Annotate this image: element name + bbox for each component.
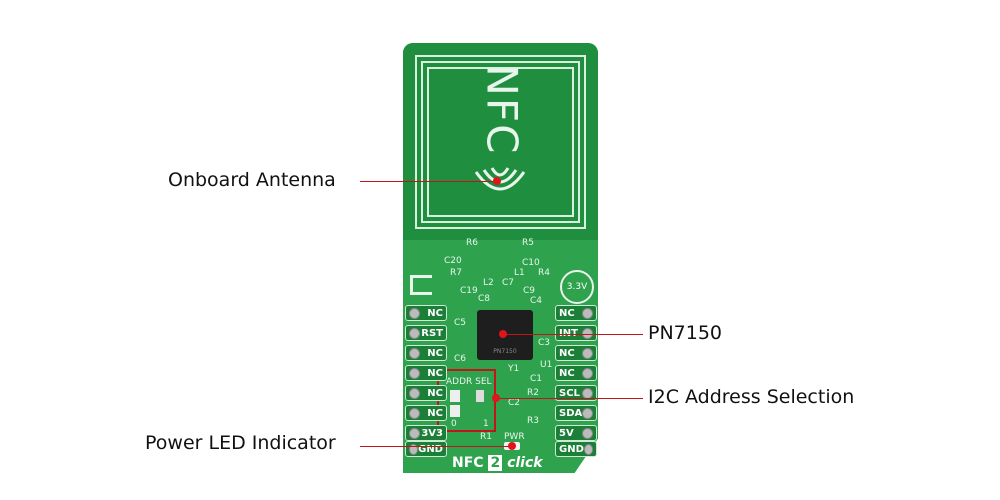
component-label: C20 (444, 256, 462, 266)
pin-label: INT (559, 327, 578, 339)
pin-hole (409, 443, 419, 455)
callout-address-line (496, 398, 643, 399)
callout-chip-line (503, 334, 643, 335)
pin-hole (409, 347, 420, 359)
pin-label: NC (427, 387, 443, 399)
pin-label: SCL (559, 387, 580, 399)
pin-label: NC (427, 307, 443, 319)
pin-hole (583, 443, 593, 455)
component-label: C7 (502, 278, 515, 288)
pin-hole (582, 347, 593, 359)
callout-address-dot (492, 394, 500, 402)
component-label: C19 (460, 286, 478, 296)
pin-label: NC (427, 367, 443, 379)
pin-left-1: RST (405, 325, 447, 341)
jumper-0[interactable] (450, 390, 460, 402)
addr-1-label: 1 (483, 419, 489, 429)
component-label: L2 (483, 278, 494, 288)
pin-label: 3V3 (421, 427, 443, 439)
pin-label: NC (559, 347, 575, 359)
callout-led-line (360, 446, 512, 447)
jumper-1[interactable] (450, 405, 460, 417)
component-label: C3 (538, 338, 551, 348)
component-label: C8 (478, 294, 491, 304)
pin-label: NC (559, 367, 575, 379)
callout-chip: PN7150 (648, 322, 723, 344)
callout-antenna: Onboard Antenna (168, 169, 336, 191)
pin-label: NC (427, 347, 443, 359)
pin-left-0: NC (405, 305, 447, 321)
pin-right-2: NC (555, 345, 597, 361)
pin-hole (409, 407, 420, 419)
pin-hole (409, 367, 420, 379)
pin-left-7: GND (405, 441, 447, 457)
callout-antenna-line (360, 181, 497, 182)
board-name-number: 2 (488, 455, 503, 471)
callout-led: Power LED Indicator (145, 432, 336, 454)
pin-right-7: GND (555, 441, 597, 457)
component-label: C6 (454, 354, 467, 364)
component-label: C1 (530, 374, 543, 384)
pin-label: GND (559, 443, 584, 455)
mikroe-logo (410, 275, 432, 295)
pin-hole (582, 427, 593, 439)
callout-led-dot (508, 442, 516, 450)
r1-label: R1 (480, 432, 492, 442)
component-label: C9 (523, 286, 536, 296)
component-label: C2 (508, 398, 521, 408)
pin-hole (582, 367, 593, 379)
power-3v3-badge: 3.3V (560, 270, 594, 304)
component-label: R2 (527, 388, 539, 398)
callout-antenna-dot (493, 177, 501, 185)
pin-hole (582, 407, 593, 419)
board-name-click: click (507, 455, 543, 471)
u1-label: U1 (540, 360, 553, 370)
component-label: R5 (522, 238, 534, 248)
addr-0-label: 0 (451, 419, 457, 429)
component-label: C4 (530, 296, 543, 306)
pin-label: GND (418, 443, 443, 455)
component-label: R6 (466, 238, 478, 248)
callout-chip-dot (499, 330, 507, 338)
pin-hole (409, 327, 420, 339)
pin-hole (582, 387, 593, 399)
board-name: NFC 2 click (452, 455, 543, 471)
y1-label: Y1 (508, 364, 520, 374)
pin-hole (409, 427, 420, 439)
pin-label: NC (559, 307, 575, 319)
callout-address: I2C Address Selection (648, 386, 855, 408)
pin-hole (409, 387, 420, 399)
component-label: C10 (522, 258, 540, 268)
pin-right-1: INT (555, 325, 597, 341)
pin-right-0: NC (555, 305, 597, 321)
pin-left-5: NC (405, 405, 447, 421)
pin-left-2: NC (405, 345, 447, 361)
pin-hole (409, 307, 420, 319)
pin-label: 5V (559, 427, 574, 439)
addr-sel-label: ADDR SEL (446, 377, 492, 387)
component-label: R7 (450, 268, 462, 278)
pin-left-4: NC (405, 385, 447, 401)
pin-right-4: SCL (555, 385, 597, 401)
pwr-label: PWR (504, 432, 525, 442)
pn7150-chip-marking: PN7150 (493, 348, 517, 355)
component-label: L1 (514, 268, 525, 278)
component-label: C5 (454, 318, 467, 328)
pin-right-5: SDA (555, 405, 597, 421)
pin-label: RST (421, 327, 443, 339)
pin-right-6: 5V (555, 425, 597, 441)
jumper-2[interactable] (476, 390, 484, 402)
pin-left-6: 3V3 (405, 425, 447, 441)
pin-hole (582, 327, 593, 339)
nfc-logo-text: NFC (477, 64, 527, 156)
pin-right-3: NC (555, 365, 597, 381)
component-label: R4 (538, 268, 550, 278)
pin-label: NC (427, 407, 443, 419)
component-label: R3 (527, 416, 539, 426)
pin-label: SDA (559, 407, 583, 419)
board-name-nfc: NFC (452, 455, 484, 471)
pin-left-3: NC (405, 365, 447, 381)
pin-hole (582, 307, 593, 319)
antenna-area (403, 43, 598, 240)
